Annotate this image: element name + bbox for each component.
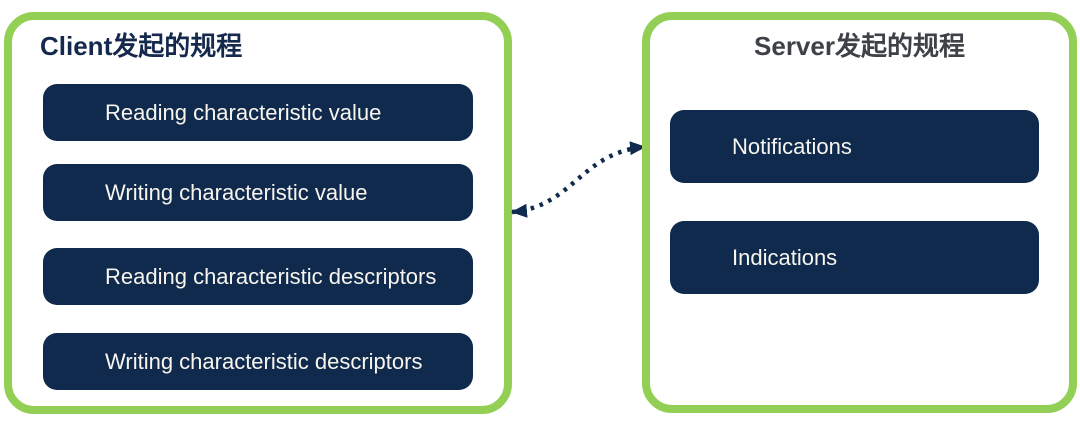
pill-indications: Indications bbox=[670, 221, 1039, 294]
pill-writing-characteristic-value: Writing characteristic value bbox=[43, 164, 473, 221]
server-panel-title: Server发起的规程 bbox=[754, 31, 965, 61]
pill-notifications: Notifications bbox=[670, 110, 1039, 183]
server-procedures-panel: Server发起的规程 Notifications Indications bbox=[642, 12, 1077, 413]
pill-reading-characteristic-value: Reading characteristic value bbox=[43, 84, 473, 141]
pill-reading-characteristic-descriptors: Reading characteristic descriptors bbox=[43, 248, 473, 305]
bidirectional-dotted-arrow-icon bbox=[511, 141, 646, 218]
client-procedures-panel: Client发起的规程 Reading characteristic value… bbox=[4, 12, 512, 414]
client-panel-title: Client发起的规程 bbox=[40, 31, 243, 61]
pill-writing-characteristic-descriptors: Writing characteristic descriptors bbox=[43, 333, 473, 390]
